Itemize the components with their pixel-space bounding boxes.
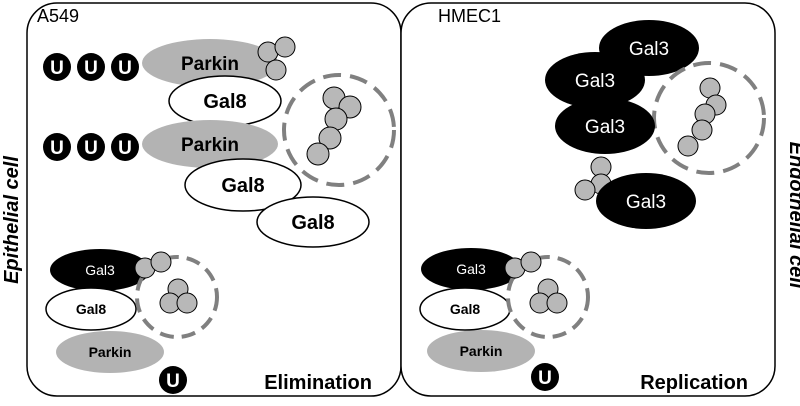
outcome-label-a549: Elimination — [264, 372, 372, 394]
ubiquitin: U — [43, 53, 71, 81]
ubiquitin: U — [43, 133, 71, 161]
svg-text:Gal3: Gal3 — [575, 71, 615, 92]
svg-text:Gal8: Gal8 — [291, 212, 334, 234]
bead-chain-1 — [257, 36, 296, 81]
gal8-3: Gal8 — [256, 196, 370, 248]
svg-text:Parkin: Parkin — [460, 343, 503, 359]
ubiquitin: U — [111, 53, 139, 81]
small-complex-hmec1: Parkin Gal3 Gal8 U — [419, 248, 590, 391]
bacteria-chain-hmec1 — [677, 77, 727, 157]
gal3-small-hmec1: Gal3 — [421, 248, 521, 290]
svg-text:Gal3: Gal3 — [585, 117, 625, 138]
bacteria-cluster-hmec1 — [504, 251, 568, 314]
svg-text:Parkin: Parkin — [89, 344, 132, 360]
svg-text:U: U — [84, 138, 98, 159]
vacuole-small-hmec1 — [506, 255, 590, 339]
ubiquitin: U — [111, 133, 139, 161]
panel-hmec1: HMEC1 Gal3 Gal3 Gal3 G — [400, 2, 776, 397]
svg-text:U: U — [50, 58, 64, 79]
gal8-small-hmec1: Gal8 — [419, 287, 511, 331]
gal8-1: Gal8 — [168, 75, 282, 127]
ubiquitin-chain-2: U U U — [43, 133, 139, 161]
bacteria-cluster-a549 — [134, 251, 198, 314]
panel-a549: A549 U U U Parkin — [26, 2, 402, 397]
svg-text:U: U — [118, 58, 132, 79]
side-label-right: Endothelial cell — [785, 142, 800, 289]
parkin-1: Parkin — [142, 39, 278, 87]
gal3-2: Gal3 — [545, 52, 645, 108]
svg-text:U: U — [166, 371, 180, 392]
gal8-small-a549: Gal8 — [45, 287, 137, 331]
svg-text:Parkin: Parkin — [181, 54, 239, 75]
gal8-2: Gal8 — [184, 158, 302, 212]
svg-text:U: U — [538, 368, 552, 389]
vacuole-large-hmec1 — [652, 61, 766, 175]
svg-text:Gal8: Gal8 — [450, 301, 481, 317]
vacuole-large-a549 — [282, 73, 396, 187]
gal3-small-a549: Gal3 — [50, 249, 150, 291]
ubiquitin-small-hmec1: U — [531, 363, 559, 391]
small-complex-a549: Parkin Gal3 Gal8 U — [45, 249, 219, 394]
svg-text:Gal8: Gal8 — [203, 91, 246, 113]
svg-text:Gal3: Gal3 — [626, 192, 666, 213]
svg-text:Gal3: Gal3 — [456, 261, 486, 277]
svg-text:Gal3: Gal3 — [85, 262, 115, 278]
svg-text:U: U — [118, 138, 132, 159]
svg-text:U: U — [50, 138, 64, 159]
svg-text:Gal8: Gal8 — [76, 301, 107, 317]
svg-text:Parkin: Parkin — [181, 135, 239, 156]
cell-line-label-hmec1: HMEC1 — [438, 6, 501, 26]
ubiquitin-chain-1: U U U — [43, 53, 139, 81]
svg-text:U: U — [84, 58, 98, 79]
ubiquitin-small-a549: U — [159, 366, 187, 394]
cell-line-label-a549: A549 — [37, 6, 79, 26]
gal3-4: Gal3 — [596, 173, 696, 229]
ubiquitin: U — [77, 133, 105, 161]
side-label-left: Epithelial cell — [1, 156, 23, 284]
vacuole-small-a549 — [135, 255, 219, 339]
parkin-2: Parkin — [142, 120, 278, 168]
outcome-label-hmec1: Replication — [640, 372, 748, 394]
svg-text:Gal8: Gal8 — [221, 175, 264, 197]
gal3-3: Gal3 — [555, 98, 655, 154]
ubiquitin: U — [77, 53, 105, 81]
bacteria-chain-a549 — [306, 86, 362, 166]
svg-text:Gal3: Gal3 — [629, 39, 669, 60]
